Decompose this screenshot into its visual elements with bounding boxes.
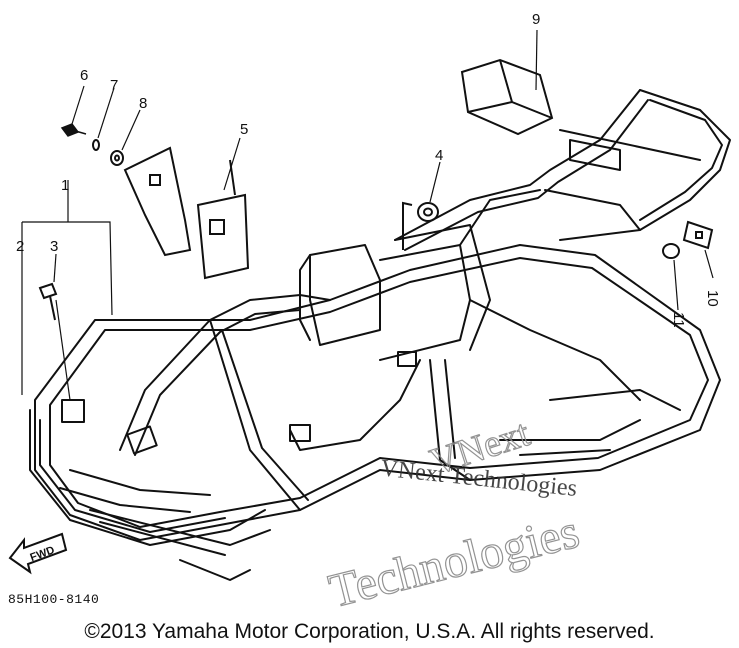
frame-inner-rail: [49, 257, 709, 528]
callout-6: 6: [80, 67, 88, 84]
bolt-part-3: [38, 282, 58, 321]
callout-4: 4: [435, 147, 443, 164]
engine-block: [309, 244, 381, 346]
bolt-part-6: [60, 123, 87, 137]
callout-10: 10: [704, 290, 721, 307]
front-hoop: [119, 294, 331, 456]
part-code: 85H100-8140: [8, 592, 100, 607]
copyright-notice: ©2013 Yamaha Motor Corporation, U.S.A. A…: [84, 620, 655, 643]
pad-part-9: [460, 58, 554, 136]
front-bumper: [29, 409, 266, 546]
rear-hoop: [394, 89, 649, 251]
callout-11: 11: [670, 312, 687, 328]
fwd-arrow-icon: FWD: [8, 532, 68, 575]
svg-text:Technologies: Technologies: [324, 505, 584, 618]
callout-9: 9: [532, 11, 540, 28]
callout-7: 7: [110, 77, 118, 94]
bracket-part-5: [196, 159, 250, 280]
callout-8: 8: [139, 95, 147, 112]
callout-2: 2: [16, 238, 24, 255]
nut-part-11: [662, 243, 680, 259]
callout-labels: 1 2 3 4 5 6 7 8 9 10 11: [16, 11, 721, 328]
watermark: VNext VNext Technologies Technologies: [323, 412, 585, 619]
callout-3: 3: [50, 238, 58, 255]
washer-part-7: [92, 139, 100, 151]
callout-5: 5: [240, 121, 248, 138]
callout-1: 1: [61, 177, 69, 194]
grommet-part-4: [402, 201, 439, 250]
clip-part-10: [682, 220, 714, 250]
clamp-bracket: [123, 146, 192, 257]
washer-part-8: [110, 150, 124, 166]
